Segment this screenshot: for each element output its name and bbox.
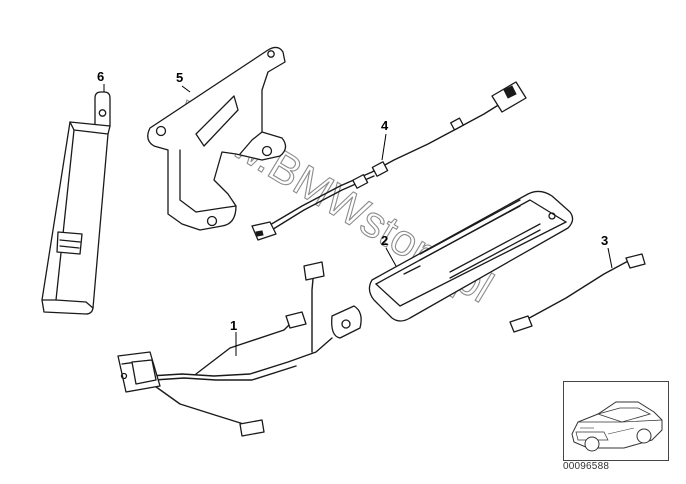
part-3-cable[interactable] [509,253,646,333]
reference-number: 00096588 [563,461,610,472]
leader-5 [181,85,191,93]
part-1-wiring-harness[interactable] [117,261,362,437]
callout-5[interactable]: 5 [176,70,183,85]
part-4-cable[interactable] [251,81,527,241]
callout-6[interactable]: 6 [97,69,104,84]
leader-4 [381,133,387,161]
car-silhouette-icon [571,401,663,452]
part-6-holder[interactable] [41,91,111,315]
part-5-bracket[interactable] [147,46,287,231]
vehicle-thumbnail [563,381,669,461]
part-2-control-unit[interactable] [368,190,574,322]
callout-1[interactable]: 1 [230,318,237,333]
leader-3 [607,247,613,269]
callout-3[interactable]: 3 [601,233,608,248]
leader-2 [385,247,397,267]
callout-4[interactable]: 4 [381,118,389,133]
callout-2[interactable]: 2 [381,233,388,248]
